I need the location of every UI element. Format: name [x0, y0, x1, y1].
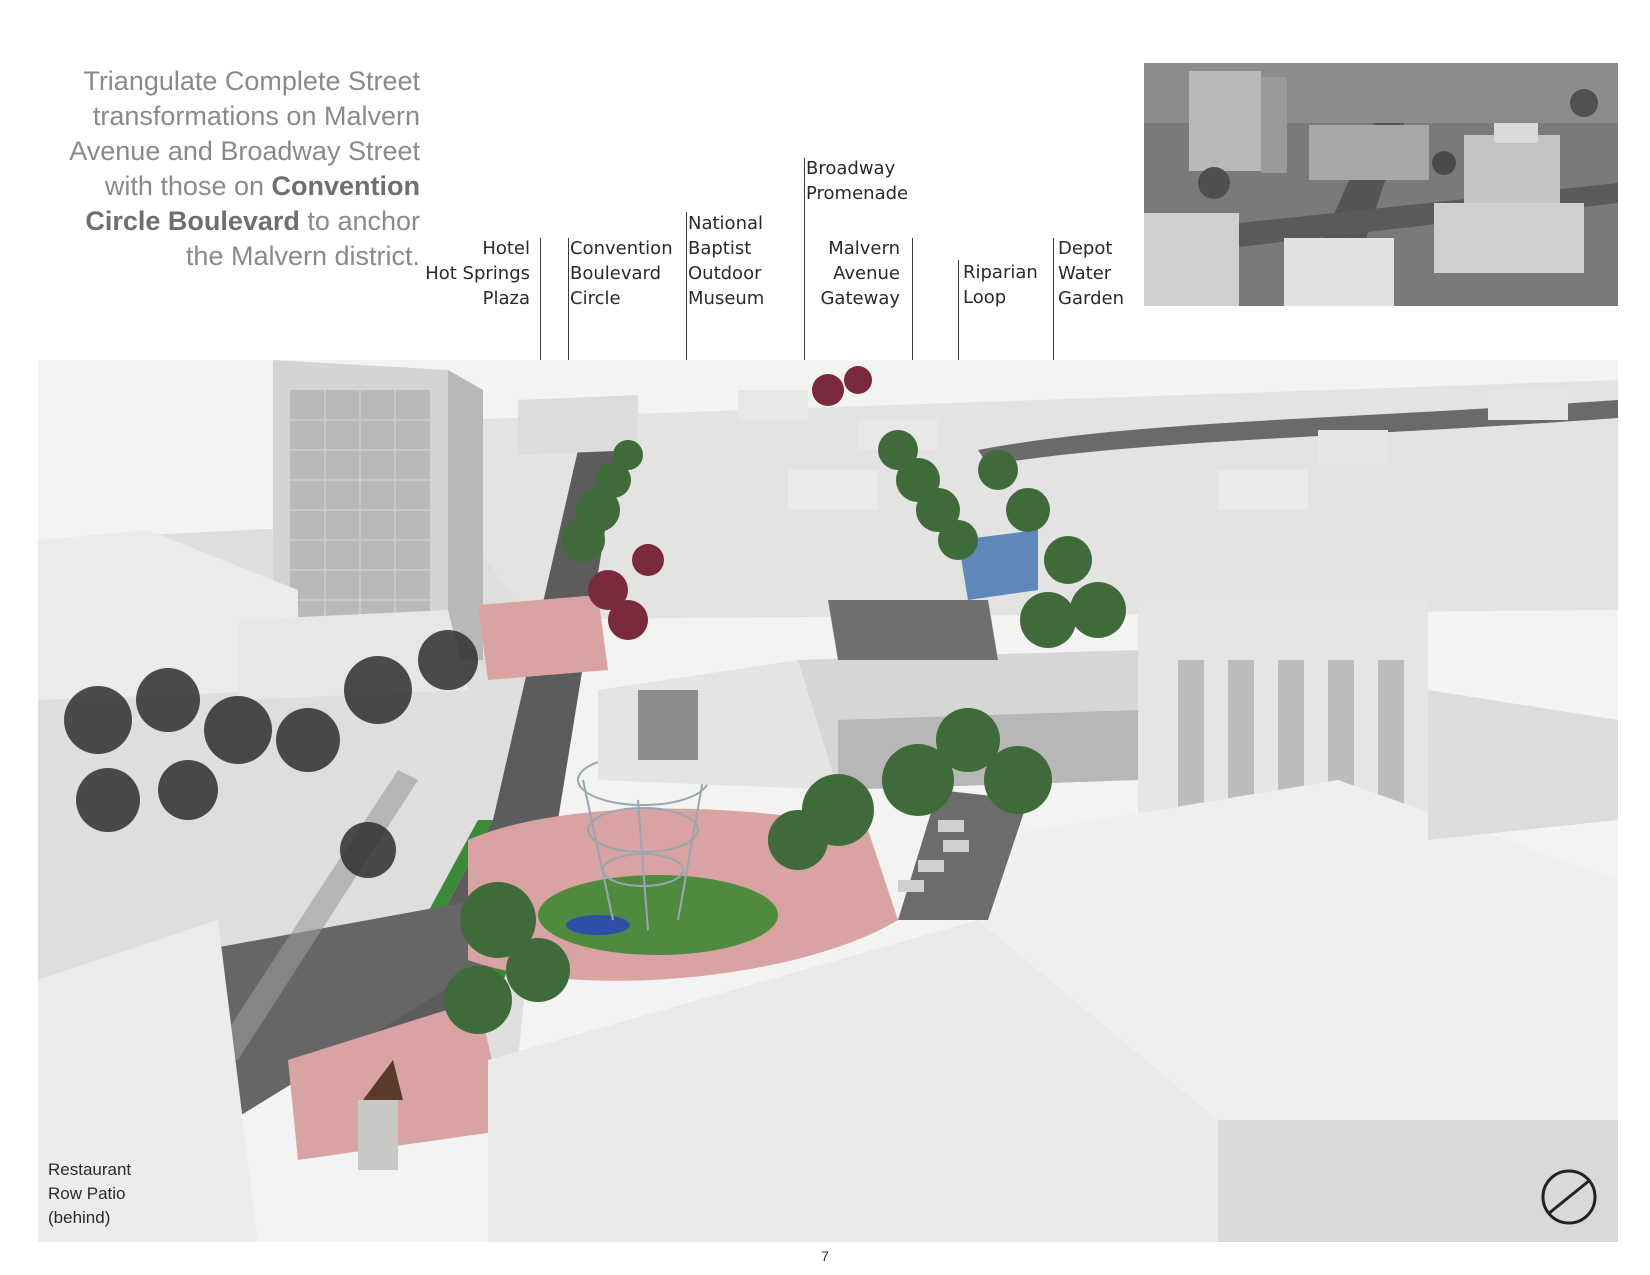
callout-malvern-gateway: Malvern Avenue Gateway — [820, 238, 900, 309]
callout-broadway-promenade: Broadway Promenade — [806, 158, 909, 204]
callout-riparian-loop: Riparian Loop — [963, 262, 1038, 308]
intro-text-2: to anchor the Malvern district. — [185, 206, 420, 271]
district-rendering — [38, 360, 1618, 1242]
callout-museum: National Baptist Outdoor Museum — [688, 213, 765, 309]
aerial-photo — [1144, 63, 1618, 306]
leader-gateway — [912, 238, 913, 388]
callout-depot-garden: Depot Water Garden — [1058, 238, 1124, 309]
intro-text-1: Triangulate Complete Street transformati… — [69, 66, 420, 201]
page-number: 7 — [821, 1248, 829, 1264]
north-arrow-icon — [1540, 1168, 1598, 1226]
intro-statement: Triangulate Complete Street transformati… — [60, 64, 420, 274]
leader-museum — [686, 212, 687, 468]
callout-hotel: Hotel Hot Springs Plaza — [425, 238, 530, 309]
callout-convention-boulevard: Convention Boulevard Circle — [570, 238, 673, 309]
intro-text-bold: Convention Circle Boulevard — [85, 171, 420, 236]
restaurant-row-label: Restaurant Row Patio (behind) — [48, 1160, 132, 1227]
